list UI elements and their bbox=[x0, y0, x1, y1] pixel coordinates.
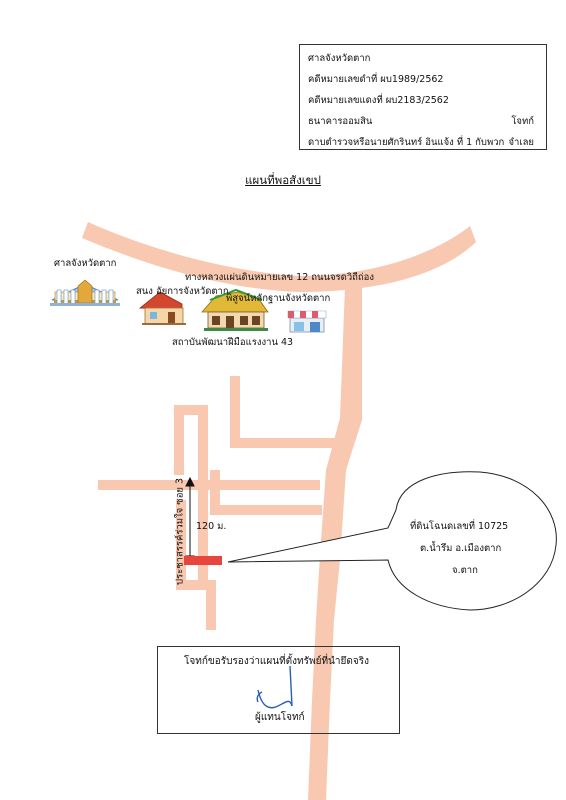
signature-mark bbox=[256, 665, 293, 709]
lane-horizontal-2 bbox=[230, 438, 340, 448]
case-plaintiff: ธนาคารออมสิน โจทก์ bbox=[308, 111, 538, 132]
label-prosecutor: สนง อัยการจังหวัดตาก bbox=[136, 286, 229, 297]
soi-inner-vertical bbox=[198, 405, 208, 585]
case-black-number: คดีหมายเลขดำที่ ผบ1989/2562 bbox=[308, 69, 538, 90]
horizontal-lane-1 bbox=[98, 480, 320, 490]
lower-lane-vertical bbox=[206, 580, 216, 630]
label-soi: ประชาสรรค์ร่วมใจ ซอย 3 bbox=[174, 477, 186, 586]
callout-province: จ.ตาก bbox=[452, 565, 478, 576]
soi-left-top bbox=[174, 405, 184, 475]
certification-box bbox=[157, 646, 400, 734]
case-red-number: คดีหมายเลขแดงที่ ผบ2183/2562 bbox=[308, 90, 538, 111]
case-red-number-text: คดีหมายเลขแดงที่ ผบ2183/2562 bbox=[308, 95, 449, 106]
shop-icon bbox=[287, 310, 327, 333]
pavilion-icon bbox=[201, 288, 269, 331]
soi-top-connector bbox=[174, 405, 204, 415]
plaintiff-role: โจทก์ bbox=[511, 116, 534, 127]
label-institute: สถาบันพัฒนาฝีมือแรงงาน 43 bbox=[172, 337, 294, 348]
certification-text: โจทก์ขอรับรองว่าแผนที่ตั้งทรัพย์ที่นำยึด… bbox=[184, 656, 369, 667]
highway-road bbox=[82, 222, 476, 292]
callout-bubble bbox=[227, 471, 557, 611]
case-black-number-text: คดีหมายเลขดำที่ ผบ1989/2562 bbox=[308, 74, 444, 85]
lower-lane-left bbox=[176, 500, 186, 590]
label-highway: ทางหลวงแผ่นดินหมายเลข 12 ถนนจรดวิถีถ่อง bbox=[185, 272, 375, 283]
plaintiff-name: ธนาคารออมสิน bbox=[308, 116, 373, 127]
court-building-icon bbox=[50, 279, 120, 306]
case-defendant: ดาบตำรวจหรือนายศักรินทร์ อินแจ้ง ที่ 1 ก… bbox=[308, 132, 538, 153]
label-forensic: พิสูจน์หลักฐานจังหวัดตาก bbox=[226, 293, 331, 304]
case-info-box: ศาลจังหวัดตาก คดีหมายเลขดำที่ ผบ1989/256… bbox=[299, 44, 547, 150]
land-plot-marker bbox=[184, 556, 222, 565]
lane-block-bottom bbox=[210, 505, 322, 515]
defendant-name: ดาบตำรวจหรือนายศักรินทร์ อินแจ้ง ที่ 1 ก… bbox=[308, 137, 505, 148]
certification-signer: ผู้แทนโจทก์ bbox=[255, 712, 305, 723]
house-icon bbox=[138, 291, 186, 325]
label-distance: 120 ม. bbox=[196, 521, 227, 532]
defendant-role: จำเลย bbox=[508, 137, 534, 148]
callout-deed-number: ที่ดินโฉนดเลขที่ 10725 bbox=[410, 521, 509, 532]
callout-subdistrict: ต.น้ำรึม อ.เมืองตาก bbox=[420, 543, 502, 554]
map-title: แผนที่พอสังเขป bbox=[245, 173, 321, 187]
case-court: ศาลจังหวัดตาก bbox=[308, 48, 538, 69]
label-court: ศาลจังหวัดตาก bbox=[54, 258, 117, 269]
lower-lane-horizontal bbox=[176, 580, 216, 590]
case-court-text: ศาลจังหวัดตาก bbox=[308, 53, 371, 64]
lane-vertical-2 bbox=[230, 376, 240, 446]
lane-block-left bbox=[210, 470, 220, 510]
